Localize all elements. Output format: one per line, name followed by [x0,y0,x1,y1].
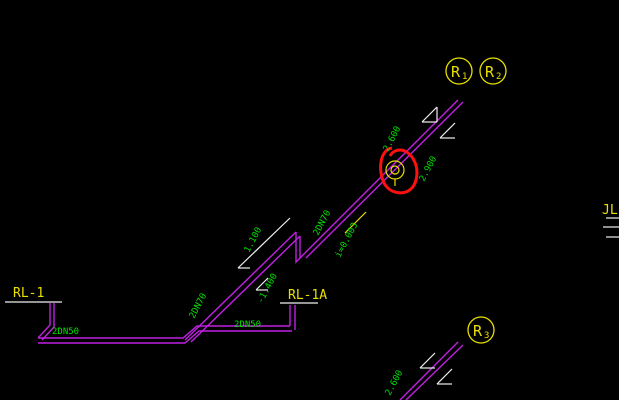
elev-tick-2900-a [439,122,456,139]
pipe-jog [295,232,301,264]
annot-2dn70-low: 2DN70 [188,292,210,321]
highlight-circle-icon [379,146,419,195]
bubble-r2-letter: R [485,63,495,81]
label-rl-1: RL-1 [13,286,44,301]
floor-drain-inner-icon [390,165,400,175]
label-rules [5,106,619,385]
bubble-r2-sub: 2 [496,72,501,82]
annot-2dn50-mid: 2DN50 [234,320,261,330]
bubble-r1-sub: 1 [462,72,467,82]
pipe-diagonal-main [184,231,297,341]
label-jl: JL- [602,203,619,218]
annot-elev-2600-bottom: 2.600 [384,369,406,398]
annot-2dn50-left: 2DN50 [52,327,79,337]
floor-drain-symbol [385,160,405,186]
elev-tick-2600-bot-a [419,352,436,369]
bubble-r2 [479,57,507,85]
pipe-rl1-riser [37,303,51,339]
slope-arrow [344,211,367,234]
label-rl-1a: RL-1A [288,288,327,303]
elev-tick-2600-top-a [421,106,438,123]
elev-tick-2600-bot-c [436,368,453,385]
bubbles [445,57,507,344]
annot-elev-1400: -1.400 [256,272,280,305]
bubble-r1-letter: R [451,63,461,81]
bubble-r3 [467,316,495,344]
pipe-diagonal-upper-inner [305,101,464,259]
pipe-diagonal-main-inner [190,235,301,343]
pipe-horizontal-lower [38,325,290,339]
annot-elev-1100: 1.100 [243,226,265,255]
bubble-r1 [445,57,473,85]
elev-tick-1100-a [237,217,291,269]
pipe-diagonal-r3 [399,341,459,400]
elev-tick-1400-a [255,277,269,291]
pipe-diagonal-upper [299,99,459,259]
annot-elev-2900: 2.900 [418,155,440,184]
pipe-horizontal-lower-inner [38,330,292,344]
pipe-diagonal-r3-inner [405,344,464,400]
pipe-rl1-riser-inner [41,303,55,341]
bubble-r3-sub: 3 [484,331,489,341]
bubble-r3-letter: R [473,322,483,340]
pipe-network [37,99,464,400]
